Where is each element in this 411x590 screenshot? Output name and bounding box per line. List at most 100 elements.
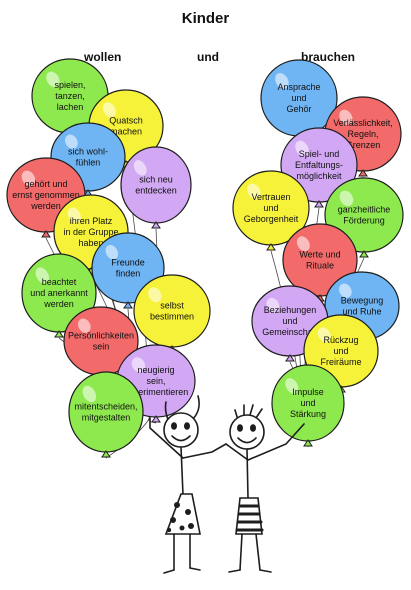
balloon-label-line: tanzen, — [55, 91, 85, 101]
balloon-highlight — [65, 134, 78, 149]
balloon-label-line: und Ruhe — [342, 307, 381, 317]
balloon-label-line: und — [263, 203, 278, 213]
balloon-highlight — [295, 140, 309, 157]
balloon-highlight — [339, 190, 354, 207]
balloon-knot — [151, 221, 161, 229]
hair-strand — [191, 395, 200, 421]
balloon-label-line: entdecken — [135, 186, 177, 196]
balloon-highlight — [266, 297, 280, 313]
eye — [250, 424, 257, 432]
girl-figure — [149, 395, 227, 574]
dress-dots — [166, 502, 194, 533]
balloon-label-line: selbst — [160, 301, 184, 311]
balloon-label-line: Grenzen — [346, 140, 381, 150]
balloon-highlight — [275, 73, 289, 89]
spiky-hair — [234, 404, 263, 421]
feet — [163, 567, 201, 574]
balloon-label-line: ganzheitliche — [338, 205, 391, 215]
balloon-label-line: und — [282, 316, 297, 326]
balloon-wollen: spielen,tanzen,lachen — [31, 58, 109, 139]
balloon-label-line: Ansprache — [277, 82, 320, 92]
balloon-highlight — [78, 318, 91, 333]
balloon-highlight — [339, 283, 352, 298]
balloon-highlight — [131, 357, 146, 373]
held-arm — [182, 443, 227, 459]
body-line — [180, 446, 184, 496]
balloon-label-line: Gehör — [286, 104, 311, 114]
balloon-label-line: Freunde — [111, 258, 145, 268]
balloon-label-line: Persönlichkeiten — [68, 331, 134, 341]
balloon-label-line: Rückzug — [323, 335, 358, 345]
balloon-label-line: werden — [43, 299, 74, 309]
balloon-highlight — [296, 236, 310, 252]
balloon-label-line: Förderung — [343, 216, 385, 226]
balloon-label-line: und — [291, 93, 306, 103]
children-figures — [149, 395, 305, 574]
balloon-label-line: Beziehungen — [264, 305, 317, 315]
balloon-label-line: Regeln, — [347, 129, 378, 139]
balloon-knot — [359, 250, 369, 258]
balloon-label-line: Gemeinschaft — [262, 327, 318, 337]
balloon-label-line: spielen, — [54, 80, 85, 90]
page-title: Kinder — [181, 10, 230, 27]
held-arm — [225, 443, 249, 461]
balloon-label-line: beachtet — [42, 277, 77, 287]
balloon-highlight — [285, 378, 299, 394]
balloon-label-line: Spiel- und — [299, 149, 340, 159]
balloon-label-line: und — [300, 398, 315, 408]
balloon-highlight — [133, 160, 147, 176]
balloon-highlight — [46, 71, 60, 88]
balloon-label-line: bestimmen — [150, 312, 194, 322]
balloon-knot — [358, 169, 368, 177]
balloon-label-line: und anerkannt — [30, 288, 88, 298]
heading-und: und — [197, 50, 219, 64]
eye — [184, 422, 191, 430]
balloon-label-line: Bewegung — [341, 296, 384, 306]
balloon-label: Verlässlichkeit,Regeln,Grenzen — [333, 118, 393, 150]
balloon-label-line: sein, — [146, 376, 165, 386]
balloon-highlight — [21, 170, 36, 187]
balloon-label-line: fühlen — [76, 158, 101, 168]
balloon-wollen: mitentscheiden,mitgestalten — [68, 371, 144, 458]
balloon-label-line: machen — [110, 127, 142, 137]
balloon-highlight — [67, 207, 81, 223]
balloon-knot — [314, 200, 324, 208]
feet — [228, 569, 272, 573]
smile — [237, 437, 257, 444]
balloon-label: sich wohl-fühlen — [68, 147, 108, 168]
legs — [239, 533, 261, 571]
balloon-label-line: neugierig — [137, 365, 174, 375]
balloon-highlight — [317, 327, 331, 343]
body-line — [246, 448, 249, 499]
balloon-label-line: experimentieren — [124, 387, 189, 397]
balloon-highlight — [35, 267, 50, 284]
balloon-label-line: Rituale — [306, 261, 334, 271]
balloon-label-line: ihren Platz — [70, 216, 113, 226]
balloon-label-line: finden — [116, 269, 141, 279]
eye — [171, 422, 178, 430]
balloon-label-line: mitgestalten — [82, 413, 131, 423]
balloon-highlight — [247, 183, 261, 200]
balloon-knot — [41, 230, 51, 238]
balloon-label-line: Freiräume — [320, 357, 361, 367]
head — [229, 414, 265, 450]
balloon-label-line: sich wohl- — [68, 147, 108, 157]
